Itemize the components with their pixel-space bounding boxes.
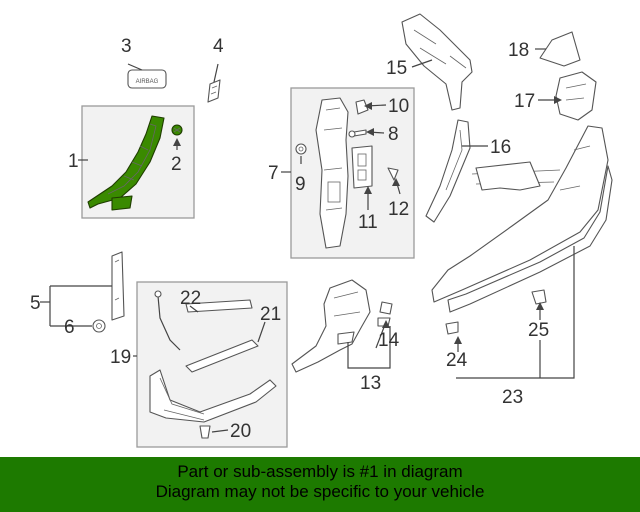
part-25-clip[interactable] [531,289,547,305]
callout-21: 21 [260,304,281,325]
callout-23: 23 [502,387,523,408]
callout-16: 16 [490,137,511,158]
part-11-seatbelt-cover[interactable] [351,145,373,189]
callout-17: 17 [514,91,535,112]
callout-20: 20 [230,421,251,442]
callout-6: 6 [64,317,75,338]
part-9-screw[interactable] [295,143,307,155]
part-2-clip[interactable] [171,124,183,136]
arrowheads [173,96,562,344]
part-20-screw[interactable] [199,425,211,439]
part-15-c-pillar-trim[interactable] [401,13,473,111]
part-1-a-pillar-trim[interactable] [87,115,165,211]
parts-diagram: AIRBAG [30,13,613,448]
part-8-screw[interactable] [348,129,367,138]
callout-15: 15 [386,58,407,79]
part-5-strip[interactable] [111,251,125,321]
callout-2: 2 [171,154,182,175]
callout-14: 14 [378,330,400,351]
part-22-light-strip[interactable] [154,290,253,351]
callout-11: 11 [358,212,378,233]
part-19-sill-plate[interactable] [149,369,277,423]
footer-banner: Part or sub-assembly is #1 in diagram Di… [0,457,640,512]
part-7-pillar-trim[interactable] [315,97,349,249]
callout-7: 7 [268,163,279,184]
callout-1: 1 [68,151,79,172]
badge-text: AIRBAG [136,79,159,85]
callout-24: 24 [446,350,468,371]
callout-13: 13 [360,373,381,394]
part-23-rocker-panel[interactable] [431,125,613,313]
callout-25: 25 [528,320,549,341]
part-17-bracket[interactable] [555,71,597,121]
part-10-clip[interactable] [355,99,369,115]
callout-19: 19 [110,347,131,368]
callout-10: 10 [388,96,409,117]
callout-5: 5 [30,293,41,314]
footer-line-1: Part or sub-assembly is #1 in diagram [177,462,463,481]
part-4-bracket[interactable] [207,79,221,103]
callout-12: 12 [388,199,409,220]
callout-4: 4 [213,36,224,57]
part-18-cap[interactable] [539,31,581,67]
part-12-clip[interactable] [387,167,399,181]
callout-18: 18 [508,40,529,61]
callout-3: 3 [121,36,132,57]
footer-line-2: Diagram may not be specific to your vehi… [155,482,485,501]
part-24-clip[interactable] [445,321,459,335]
part-6-fastener[interactable] [92,319,106,333]
callout-22: 22 [180,288,201,309]
callout-8: 8 [388,124,399,145]
part-3-airbag-badge[interactable]: AIRBAG [127,69,167,89]
part-16-trim-strip[interactable] [425,119,471,223]
part-13-lower-trim[interactable] [291,279,371,373]
callout-labels: 1 2 3 4 5 6 7 8 9 10 11 12 13 14 15 16 1… [30,36,549,442]
part-21-scuff-strip[interactable] [185,339,259,373]
callout-9: 9 [295,174,306,195]
